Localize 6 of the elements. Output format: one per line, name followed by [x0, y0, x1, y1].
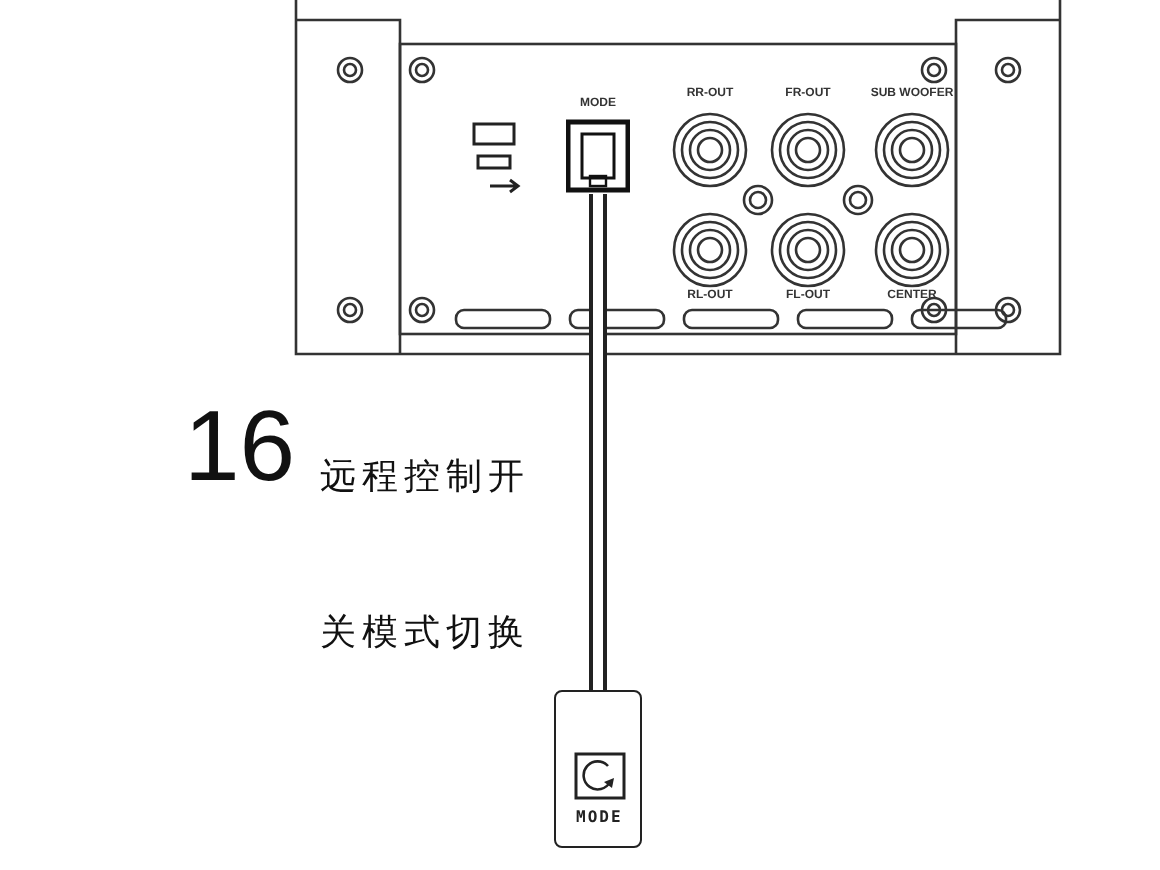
mode-port [566, 114, 630, 194]
step-number: 16 [184, 396, 296, 496]
button-label: MODE [576, 808, 623, 826]
cable [589, 194, 607, 690]
remote-control [554, 690, 642, 848]
step-description: 远程控制开关模式切换 [320, 454, 532, 658]
